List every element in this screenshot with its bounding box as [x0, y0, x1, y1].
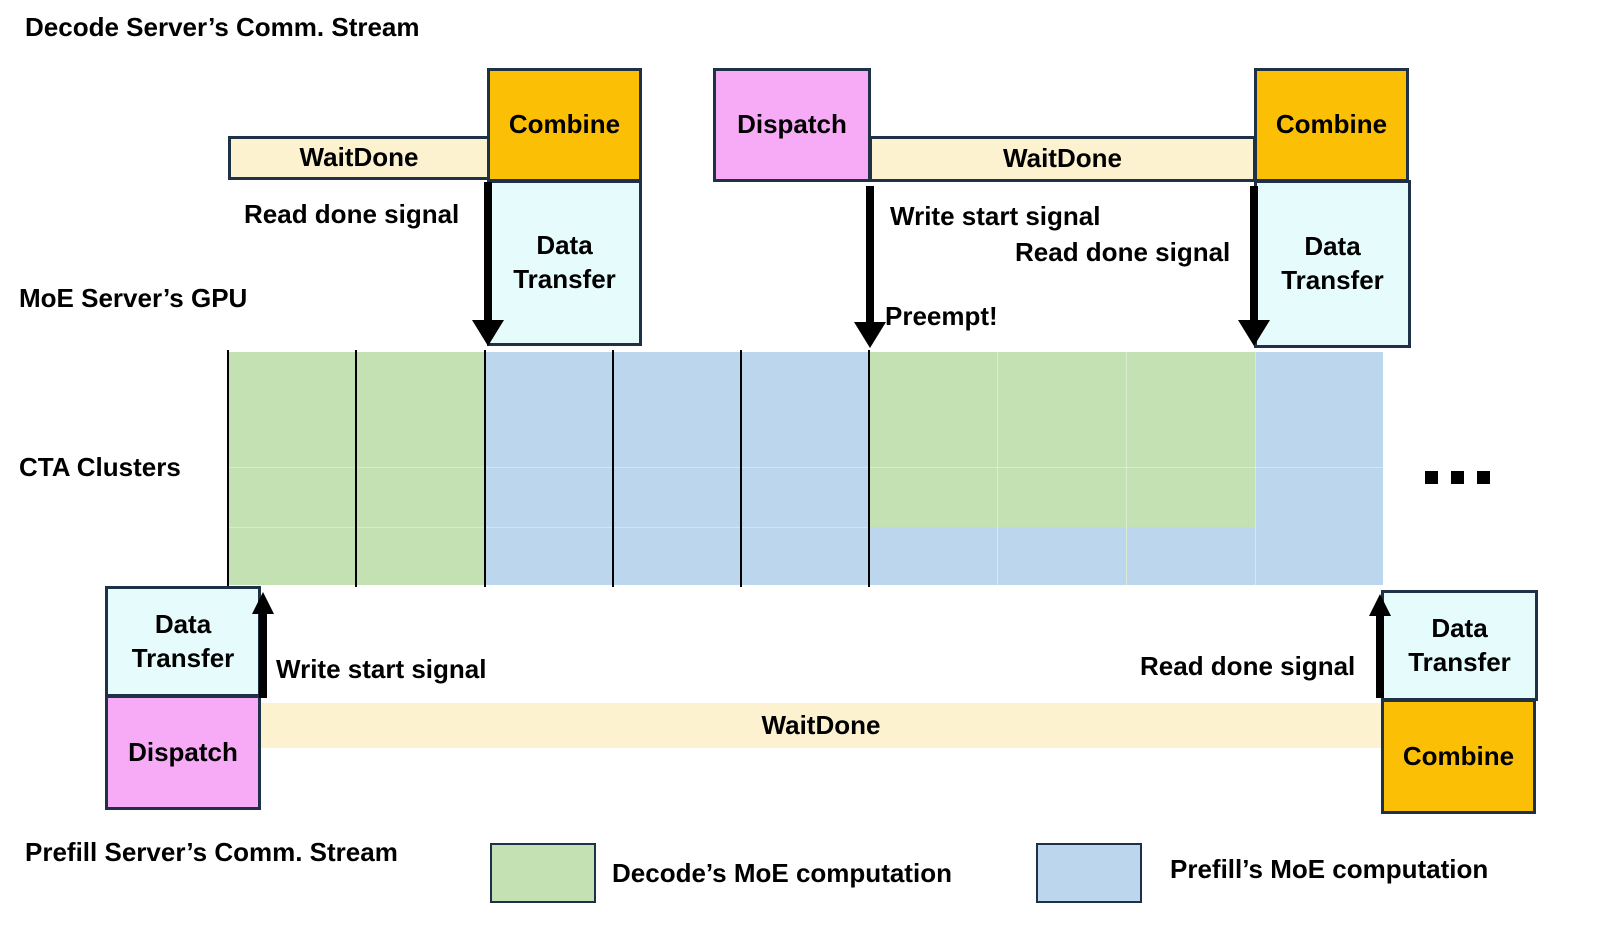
- decode-data-transfer-1: Data Transfer: [487, 180, 642, 346]
- decode-moe-block-2: [869, 352, 1255, 527]
- prefill-moe-block-1: [485, 352, 869, 585]
- decode-stream-label: Decode Server’s Comm. Stream: [25, 12, 420, 42]
- legend-decode-swatch: [490, 843, 596, 903]
- preempt-label: Preempt!: [885, 301, 998, 331]
- decode-read-done-2: Read done signal: [1015, 237, 1231, 267]
- ellipsis-dot: [1451, 471, 1464, 484]
- moe-gpu-label: MoE Server’s GPU: [19, 283, 248, 313]
- prefill-write-start: Write start signal: [276, 654, 487, 684]
- decode-data-transfer-2: Data Transfer: [1254, 180, 1411, 348]
- prefill-write-arrow-shaft: [259, 612, 267, 698]
- legend-prefill-label: Prefill’s MoE computation: [1170, 854, 1489, 884]
- prefill-waitdone: WaitDone: [261, 703, 1381, 748]
- decode-read-done-1: Read done signal: [244, 199, 460, 229]
- prefill-data-transfer-2: Data Transfer: [1381, 590, 1538, 701]
- prefill-read-done: Read done signal: [1140, 651, 1356, 681]
- decode-dispatch: Dispatch: [713, 68, 871, 182]
- prefill-combine: Combine: [1381, 699, 1536, 814]
- ellipsis-dot: [1477, 471, 1490, 484]
- prefill-data-transfer-1: Data Transfer: [105, 586, 261, 697]
- prefill-stream-label: Prefill Server’s Comm. Stream: [25, 837, 398, 867]
- prefill-moe-block-3: [1255, 352, 1383, 585]
- prefill-write-arrow-head: [252, 592, 274, 614]
- decode-combine-1: Combine: [487, 68, 642, 182]
- cta-clusters-label: CTA Clusters: [19, 452, 181, 482]
- cta-divider: [355, 350, 357, 587]
- cta-divider: [227, 350, 229, 587]
- read-done-arrow-1-shaft: [484, 182, 492, 322]
- prefill-dispatch: Dispatch: [105, 695, 261, 810]
- legend-decode-label: Decode’s MoE computation: [612, 858, 952, 888]
- write-start-arrow-head: [854, 322, 886, 348]
- prefill-moe-block-2: [869, 527, 1255, 585]
- decode-write-start: Write start signal: [890, 201, 1101, 231]
- read-done-arrow-2-head: [1238, 320, 1270, 346]
- cluster-row-separator-2: [228, 527, 869, 528]
- decode-combine-2: Combine: [1254, 68, 1409, 182]
- decode-waitdone-1: WaitDone: [228, 136, 490, 180]
- legend-prefill-swatch: [1036, 843, 1142, 903]
- cta-divider: [740, 350, 742, 587]
- prefill-read-arrow-head: [1369, 594, 1391, 616]
- cta-divider: [868, 350, 870, 587]
- ellipsis-dot: [1425, 471, 1438, 484]
- read-done-arrow-1-head: [472, 320, 504, 346]
- cta-divider: [484, 350, 486, 587]
- read-done-arrow-2-shaft: [1250, 186, 1258, 322]
- decode-waitdone-2: WaitDone: [869, 136, 1256, 182]
- cluster-row-separator-1: [228, 467, 1383, 468]
- prefill-read-arrow-shaft: [1376, 614, 1384, 698]
- cta-divider: [612, 350, 614, 587]
- write-start-arrow-shaft: [866, 186, 874, 324]
